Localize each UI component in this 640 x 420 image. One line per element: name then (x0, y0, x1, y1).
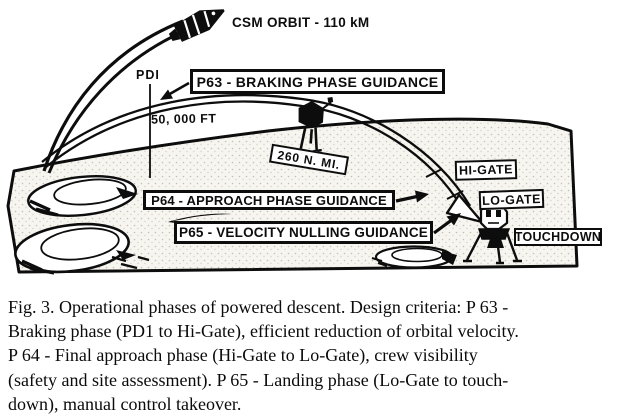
powered-descent-diagram: CSM ORBIT - 110 kM PDI 50, 000 FT P63 - … (6, 9, 602, 275)
caption-line: down), manual control takeover. (8, 393, 242, 414)
altitude-label: 50, 000 FT (150, 111, 217, 127)
crater-icon (14, 222, 150, 275)
caption-line: Braking phase (PD1 to Hi-Gate), efficien… (8, 321, 519, 342)
descent-trajectory-path (41, 94, 471, 209)
figure-caption: Fig. 3. Operational phases of powered de… (8, 295, 638, 416)
p65-callout-arrow (433, 213, 461, 235)
p63-braking-phase-box: P63 - BRAKING PHASE GUIDANCE (190, 69, 445, 94)
lo-gate-tick (446, 190, 464, 200)
caption-line: P 64 - Final approach phase (Hi-Gate to … (8, 345, 478, 366)
hi-gate-tick (425, 168, 443, 178)
hi-gate-box: HI-GATE (454, 159, 518, 181)
p64-callout-arrow (395, 190, 429, 203)
caption-line: Fig. 3. Operational phases of powered de… (8, 297, 509, 317)
crater-icon (371, 245, 457, 269)
p65-velocity-nulling-box: P65 - VELOCITY NULLING GUIDANCE (174, 221, 433, 244)
csm-orbit-path (42, 19, 190, 174)
diagram-artwork (6, 9, 579, 275)
lm-landed-icon (463, 201, 522, 265)
p63-callout-arrow (160, 81, 190, 100)
caption-line: (safety and site assessment). P 65 - Lan… (8, 369, 509, 390)
csm-spacecraft-icon (168, 9, 225, 42)
p64-approach-phase-box: P64 - APPROACH PHASE GUIDANCE (143, 190, 395, 210)
touchdown-box: TOUCHDOWN (514, 228, 602, 246)
lm-descending-icon (296, 97, 334, 153)
csm-orbit-label: CSM ORBIT - 110 kM (232, 15, 370, 30)
pdi-label: PDI (136, 68, 160, 82)
lo-gate-box: LO-GATE (478, 188, 545, 211)
crater-icon (27, 175, 138, 217)
